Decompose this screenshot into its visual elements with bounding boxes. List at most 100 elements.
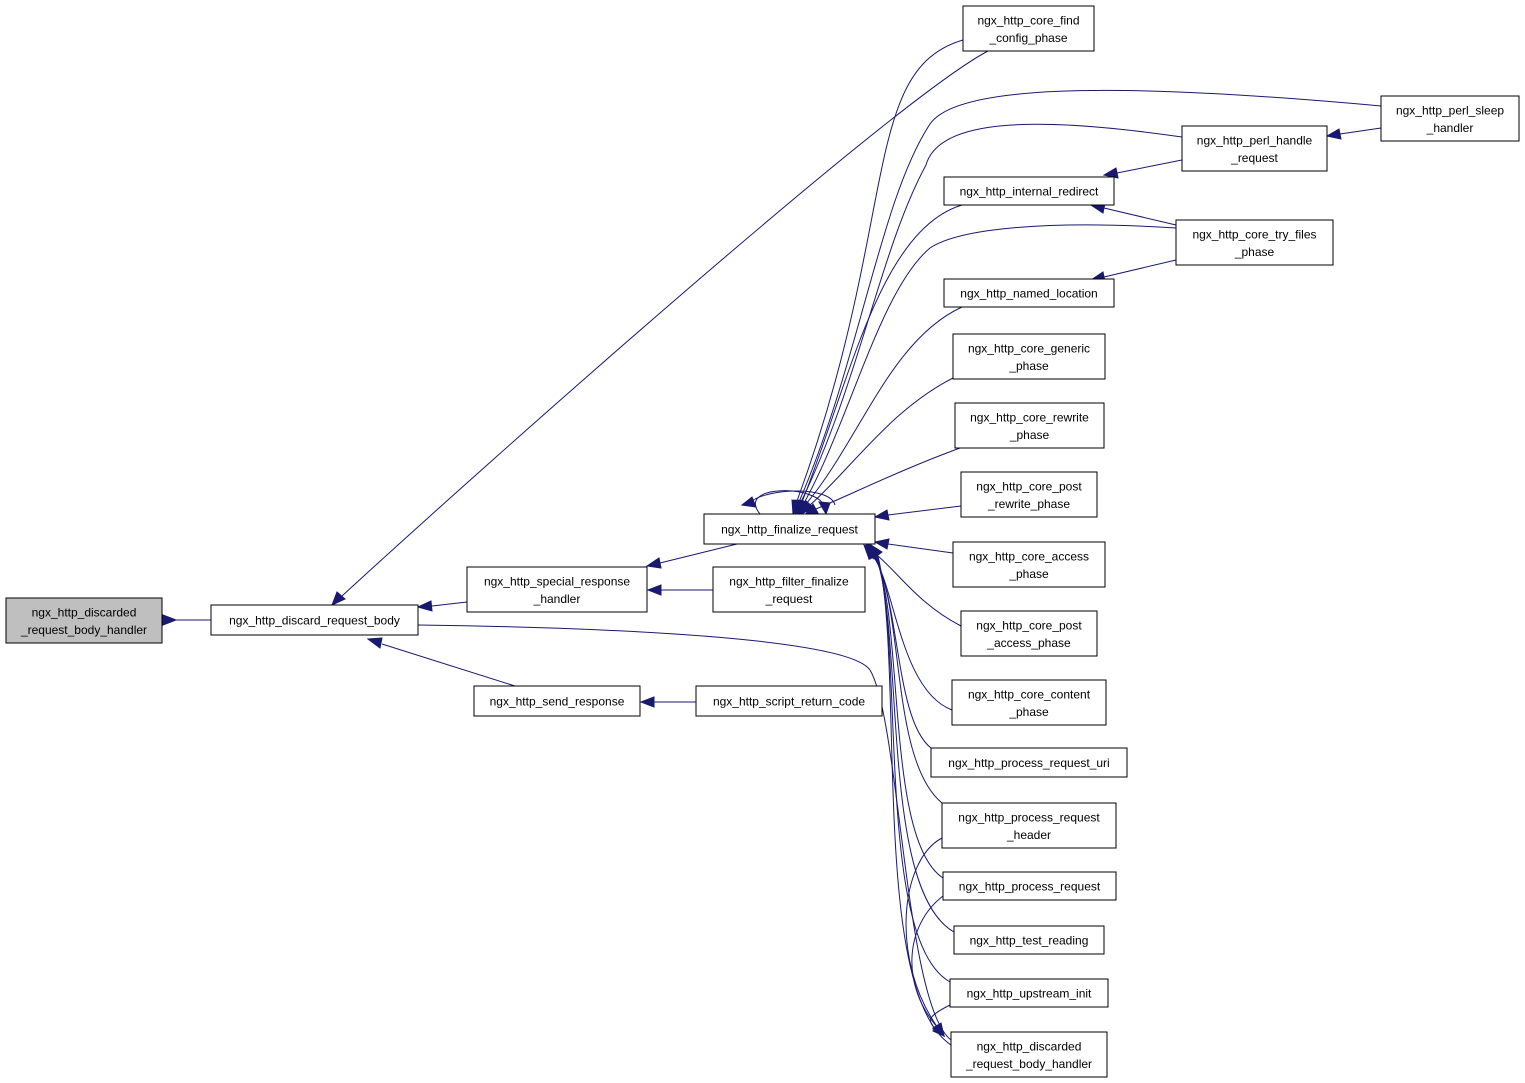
- node-discarded-handler-right[interactable]: ngx_http_discarded_request_body_handler: [950, 1031, 1108, 1078]
- node-label: ngx_http_core_find: [977, 13, 1079, 27]
- edge-core_find_config_phase-to-finalize_request: [791, 39, 964, 516]
- node-process-request-uri[interactable]: ngx_http_process_request_uri: [930, 747, 1128, 778]
- node-perl-handle-request[interactable]: ngx_http_perl_handle_request: [1181, 125, 1328, 172]
- edge-core_post_rewrite_phase-to-finalize_request: [873, 505, 962, 521]
- node-box: [960, 610, 1098, 657]
- node-label: ngx_http_special_response: [484, 574, 630, 588]
- edge-core_content_phase-to-finalize_request: [863, 543, 953, 711]
- node-process-request-header[interactable]: ngx_http_process_request_header: [941, 802, 1117, 849]
- node-label: ngx_http_process_request: [958, 810, 1100, 824]
- node-label: ngx_http_process_request_uri: [948, 756, 1109, 770]
- node-core-rewrite-phase[interactable]: ngx_http_core_rewrite_phase: [954, 402, 1105, 449]
- edge-line: [417, 624, 952, 1041]
- arrowhead-icon: [873, 509, 890, 521]
- node-label: _phase: [1234, 245, 1275, 259]
- edge-line: [800, 123, 1183, 503]
- node-label: _access_phase: [986, 636, 1071, 650]
- node-core-post-access-phase[interactable]: ngx_http_core_post _access_phase: [960, 610, 1098, 657]
- node-script-return-code[interactable]: ngx_http_script_return_code: [695, 685, 883, 717]
- node-label: ngx_http_discarded: [32, 605, 137, 619]
- node-label: _phase: [1008, 705, 1049, 719]
- edge-finalize_request-to-finalize_request: [755, 490, 831, 516]
- node-box: [466, 566, 648, 613]
- node-label: _rewrite_phase: [987, 497, 1070, 511]
- edge-line: [877, 555, 962, 627]
- node-label: _handler: [1426, 121, 1474, 135]
- edge-script_return_code-to-send_response: [639, 696, 696, 708]
- edge-line: [887, 505, 962, 516]
- node-core-access-phase[interactable]: ngx_http_core_access_phase: [952, 541, 1106, 588]
- node-discarded-handler-root[interactable]: ngx_http_discarded_request_body_handler: [5, 597, 163, 644]
- node-core-content-phase[interactable]: ngx_http_core_content_phase: [951, 679, 1107, 726]
- node-box: [695, 685, 883, 717]
- node-label: _request_body_handler: [965, 1057, 1092, 1071]
- edge-core_try_files_phase-to-internal_redirect: [1089, 202, 1177, 226]
- edge-internal_redirect-to-finalize_request: [797, 204, 963, 516]
- call-nodes: ngx_http_discarded_request_body_handlern…: [5, 5, 1520, 1078]
- node-perl-sleep-handler[interactable]: ngx_http_perl_sleep_handler: [1380, 95, 1520, 142]
- edge-core_generic_phase-to-finalize_request: [800, 377, 954, 515]
- node-label: _config_phase: [988, 31, 1067, 45]
- node-core-post-rewrite-phase[interactable]: ngx_http_core_post _rewrite_phase: [960, 471, 1098, 518]
- edge-line: [341, 50, 989, 597]
- arrowhead-icon: [818, 501, 831, 516]
- arrowhead-icon: [645, 557, 662, 569]
- node-upstream-init[interactable]: ngx_http_upstream_init: [949, 978, 1109, 1008]
- node-core-try-files-phase[interactable]: ngx_http_core_try_files_phase: [1175, 219, 1334, 266]
- node-process-request[interactable]: ngx_http_process_request: [942, 871, 1117, 901]
- node-label: ngx_http_internal_redirect: [960, 185, 1099, 199]
- node-label: ngx_http_discard_request_body: [229, 614, 400, 628]
- edge-line: [803, 224, 1177, 504]
- arrowhead-icon: [416, 600, 433, 612]
- node-test-reading[interactable]: ngx_http_test_reading: [953, 925, 1105, 955]
- arrowhead-icon: [870, 543, 883, 559]
- node-box: [942, 871, 1117, 901]
- node-box: [473, 685, 641, 717]
- node-special-response-handler[interactable]: ngx_http_special_response _handler: [466, 566, 648, 613]
- node-core-find-config-phase[interactable]: ngx_http_core_find _config_phase: [962, 5, 1095, 52]
- node-label: ngx_http_named_location: [960, 287, 1097, 301]
- arrowhead-icon: [932, 1024, 945, 1037]
- arrowhead-icon: [162, 614, 178, 626]
- edge-upstream_init-to-discarded_handler_right: [930, 1004, 951, 1037]
- node-named-location[interactable]: ngx_http_named_location: [943, 278, 1115, 308]
- node-label: ngx_http_perl_handle: [1197, 133, 1313, 147]
- node-send-response[interactable]: ngx_http_send_response: [473, 685, 641, 717]
- edge-line: [1103, 207, 1177, 226]
- node-label: _handler: [533, 592, 581, 606]
- edge-perl_handle_request-to-internal_redirect: [1102, 159, 1183, 179]
- arrowhead-icon: [873, 538, 890, 550]
- edge-line: [911, 895, 944, 1029]
- edge-special_response_handler-to-discard_request_body: [416, 600, 468, 612]
- edge-line: [381, 643, 516, 687]
- node-discard-request-body[interactable]: ngx_http_discard_request_body: [210, 604, 419, 636]
- node-finalize-request[interactable]: ngx_http_finalize_request: [703, 513, 876, 545]
- node-label: ngx_http_process_request: [959, 880, 1101, 894]
- node-box: [712, 566, 866, 613]
- node-box: [1175, 219, 1334, 266]
- node-core-generic-phase[interactable]: ngx_http_core_generic_phase: [952, 333, 1106, 380]
- edge-line: [751, 490, 836, 506]
- node-label: ngx_http_core_post: [976, 618, 1082, 632]
- node-box: [960, 471, 1098, 518]
- edge-line: [431, 601, 468, 607]
- node-label: ngx_http_core_post: [976, 479, 1082, 493]
- edge-line: [930, 1004, 951, 1031]
- node-label: ngx_http_filter_finalize: [729, 574, 849, 588]
- edge-line: [873, 555, 943, 804]
- edge-line: [805, 306, 963, 505]
- node-box: [943, 278, 1115, 308]
- edge-line: [796, 39, 964, 502]
- arrowhead-icon: [366, 637, 383, 649]
- node-filter-finalize-request[interactable]: ngx_http_filter_finalize_request: [712, 566, 866, 613]
- edge-line: [1103, 259, 1177, 278]
- node-box: [1181, 125, 1328, 172]
- node-internal-redirect[interactable]: ngx_http_internal_redirect: [943, 176, 1115, 206]
- edge-line: [872, 555, 953, 711]
- edge-core_post_access_phase-to-finalize_request: [866, 544, 962, 627]
- node-box: [952, 333, 1106, 380]
- edge-line: [798, 89, 1382, 503]
- node-box: [954, 402, 1105, 449]
- edge-line: [905, 837, 943, 1029]
- edge-line: [755, 490, 826, 515]
